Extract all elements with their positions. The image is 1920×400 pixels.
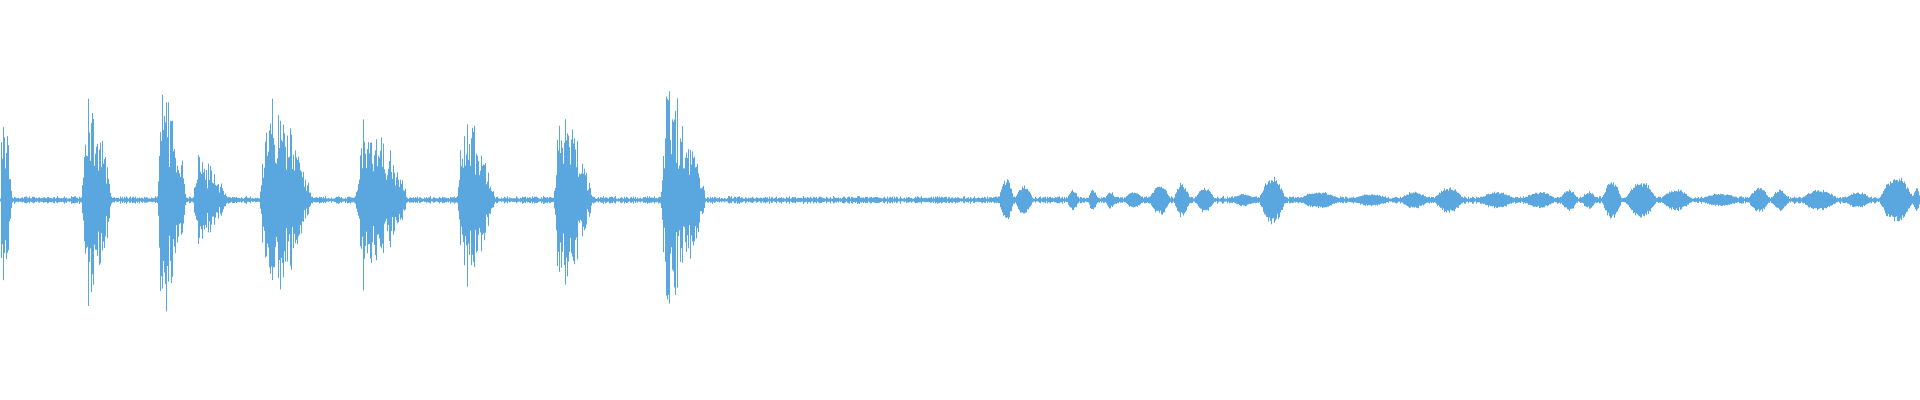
- waveform-trace: [0, 91, 1920, 312]
